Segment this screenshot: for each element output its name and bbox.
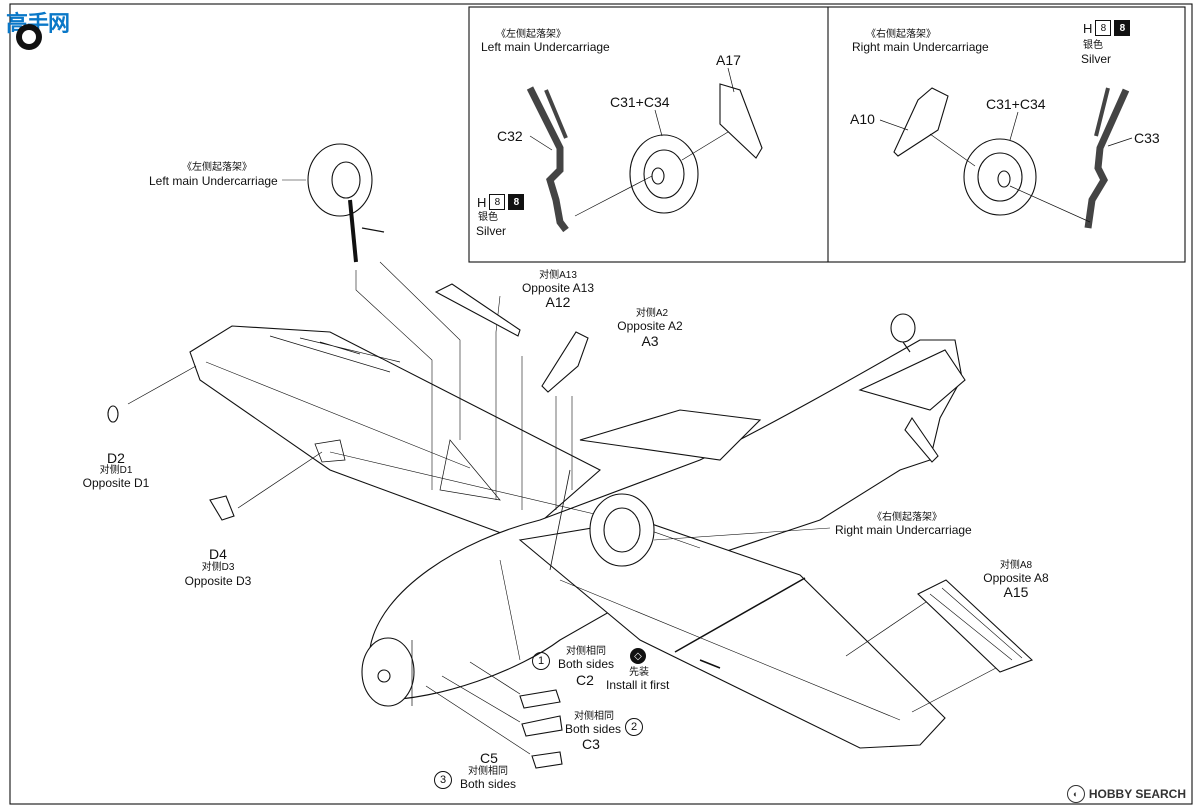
d3-note-cn: 对侧D3 [201,562,235,573]
step-3-note-en: Both sides [460,777,517,791]
a8-note-cn: 对侧A8 [999,560,1033,571]
paint-code-number-dark: 8 [508,194,525,210]
d1-note-cn: 对侧D1 [99,465,133,476]
paint-code-left: H 8 8 [477,194,525,210]
inset-right-drawing [879,87,1133,229]
paint-name-cn-left: 银色 [478,212,498,223]
a2-note-en: Opposite A2 [617,319,683,333]
paint-code-right: H 8 8 [1083,20,1131,36]
part-label-a12: A12 [545,294,571,310]
step-1-marker: 1 [532,652,550,670]
part-label-a3: A3 [641,333,659,349]
inset-right-title-cn: 《右侧起落架》 [866,29,936,40]
paint-code-number: 8 [1095,20,1112,36]
paint-code-letter: H [477,194,487,210]
right-uc-title-cn: 《右侧起落架》 [872,512,942,523]
a13-note-en: Opposite A13 [521,281,595,295]
right-uc-title-en: Right main Undercarriage [835,523,972,537]
d1-note-en: Opposite D1 [82,476,150,490]
step-3-note-cn: 对侧相同 [468,766,508,777]
d3-note-en: Opposite D3 [184,574,252,588]
step-2-note-cn: 对侧相同 [574,711,614,722]
inset-left-title-en: Left main Undercarriage [481,40,610,54]
paint-name-en-right: Silver [1081,52,1112,66]
inset-frame [468,6,1186,263]
paint-code-number: 8 [489,194,506,210]
step-1-note-en: Both sides [558,657,615,671]
part-label-c32: C32 [497,128,523,144]
part-label-d4: D4 [209,546,227,562]
hobby-search-icon: ◐ [1066,785,1085,803]
page-border [9,3,1193,805]
inset-right-title-en: Right main Undercarriage [852,40,989,54]
a8-note-en: Opposite A8 [983,571,1049,585]
part-label-c31-c34-left: C31+C34 [610,94,670,110]
left-uc-title-cn: 《左侧起落架》 [182,162,252,173]
install-first-en: Install it first [606,678,670,692]
inset-left-drawing [526,67,763,233]
step-2-note-en: Both sides [565,722,622,736]
hobby-search-watermark: ◐ HOBBY SEARCH [1066,785,1186,803]
left-uc-title-en: Left main Undercarriage [149,174,278,188]
part-label-a15: A15 [1003,584,1029,600]
part-label-c31-c34-right: C31+C34 [986,96,1046,112]
site-logo: 高手网 [6,6,76,50]
aircraft-outline [107,143,1034,769]
step-1-note-cn: 对侧相同 [566,646,606,657]
part-label-c2: C2 [576,672,594,688]
part-label-d2: D2 [107,450,125,466]
paint-code-letter: H [1083,20,1093,36]
site-logo-icon [16,24,42,50]
part-label-a17: A17 [716,52,741,68]
paint-name-en-left: Silver [476,224,507,238]
a13-note-cn: 对侧A13 [539,270,577,281]
part-label-c3: C3 [582,736,600,752]
part-label-c33: C33 [1134,130,1160,146]
part-label-a10: A10 [850,111,875,127]
a2-note-cn: 对侧A2 [635,308,669,319]
install-first-icon: ◇ [630,648,646,664]
paint-code-number-dark: 8 [1114,20,1131,36]
step-3-marker: 3 [434,771,452,789]
hobby-search-text: HOBBY SEARCH [1088,787,1186,801]
install-first-cn: 先装 [629,667,649,678]
step-2-marker: 2 [625,718,643,736]
paint-name-cn-right: 银色 [1083,40,1103,51]
inset-left-title-cn: 《左侧起落架》 [496,29,566,40]
part-label-c5: C5 [480,750,498,766]
